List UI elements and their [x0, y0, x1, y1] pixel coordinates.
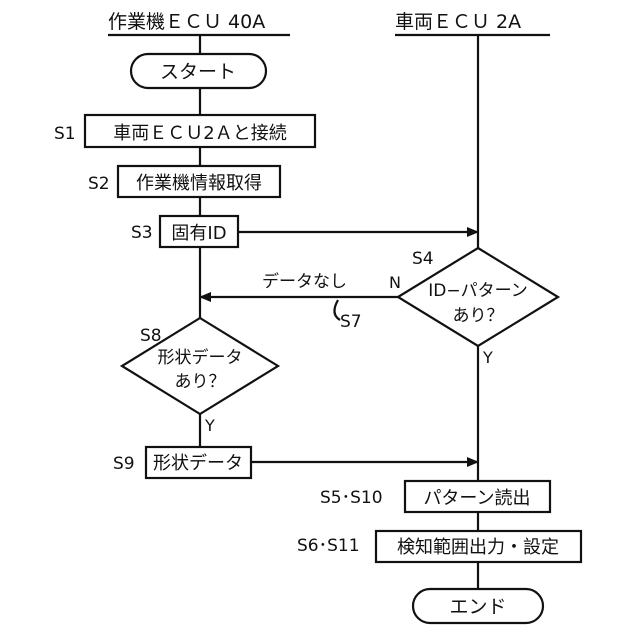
s5-process-text: パターン読出: [423, 488, 530, 509]
s2-process-text: 作業機情報取得: [136, 173, 262, 194]
s5-step-label: S5･S10: [320, 488, 383, 508]
s1-step-label: S1: [54, 124, 76, 144]
s7-step-label: S7: [340, 312, 362, 332]
s4-step-label: S4: [412, 249, 434, 269]
s3-process-text: 固有ID: [171, 223, 226, 244]
s4-decision-line2: あり？: [453, 306, 504, 326]
s9-step-label: S9: [113, 454, 135, 474]
right-lane-header: 車両ＥＣＵ 2A: [395, 11, 521, 33]
s6-process-text: 検知範囲出力・設定: [397, 537, 559, 558]
start-label: スタート: [160, 61, 236, 83]
s2-step-label: S2: [88, 174, 110, 194]
s3-step-label: S3: [131, 223, 153, 243]
s4-decision-line1: ID−パターン: [428, 281, 528, 301]
s7-no-data-text: データなし: [262, 271, 347, 292]
s1-process-text: 車両ＥＣＵ2Ａと接続: [113, 123, 286, 144]
s4-yes-label: Y: [482, 348, 493, 367]
s6-step-label: S6･S11: [297, 536, 360, 556]
left-lane-header: 作業機ＥＣＵ 40A: [108, 11, 265, 33]
s4-no-label: N: [389, 273, 401, 292]
s8-yes-label: Y: [204, 416, 215, 435]
s8-decision-line1: 形状データ: [158, 347, 243, 368]
end-label: エンド: [449, 596, 506, 618]
s8-decision-line2: あり？: [175, 372, 226, 392]
s9-process-text: 形状データ: [153, 453, 243, 474]
